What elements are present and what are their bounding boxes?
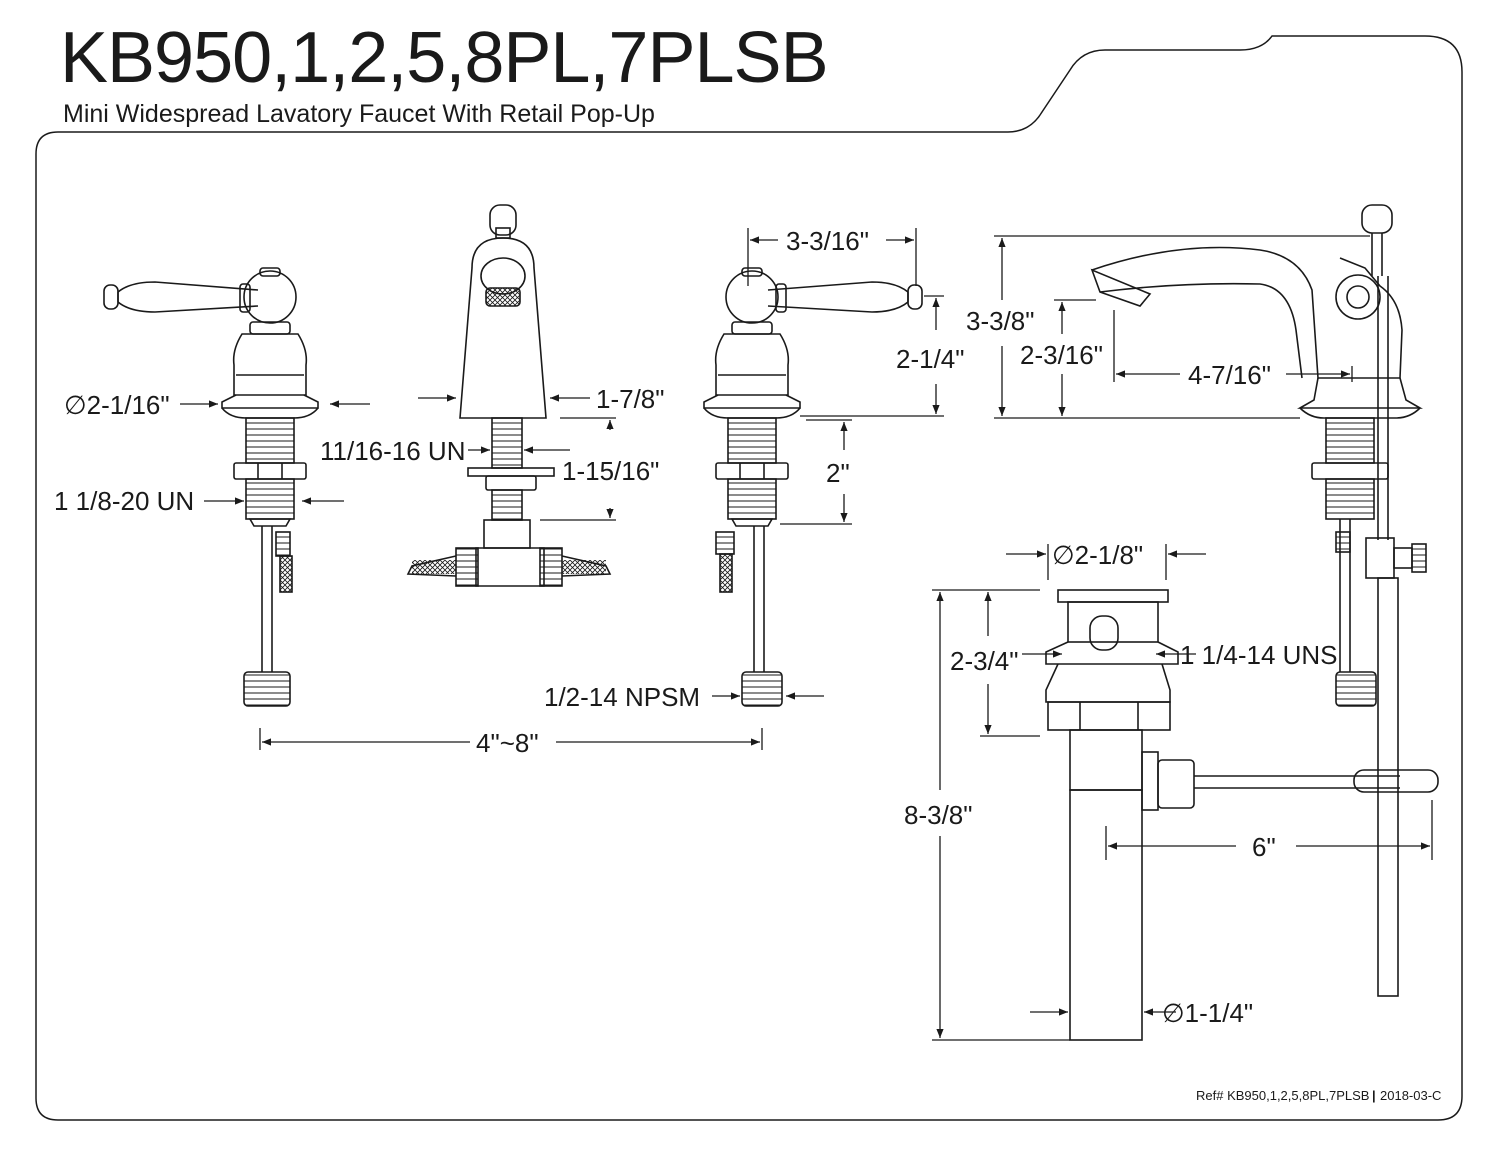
dim-spout-height: 3-3/8" <box>966 306 1035 336</box>
drawing-border <box>35 35 1463 1121</box>
dim-handle-shank: 2" <box>826 458 850 488</box>
footer-separator: | <box>1372 1088 1376 1103</box>
dim-tailpiece-dia: ∅1-1/4" <box>1162 998 1253 1028</box>
model-title: KB950,1,2,5,8PL,7PLSB <box>60 18 829 98</box>
dim-drain-thread: 1 1/4-14 UNS <box>1180 640 1338 670</box>
dim-handle-thread: 1 1/8-20 UN <box>54 486 194 516</box>
dim-spout-shank: 1-15/16" <box>562 456 659 486</box>
right-handle-valve <box>703 267 923 707</box>
footer-ref: Ref# KB950,1,2,5,8PL,7PLSB <box>1196 1088 1369 1103</box>
dim-center-spread: 4"~8" <box>476 728 539 758</box>
dim-spout-thread: 11/16-16 UN <box>320 436 466 466</box>
drain-assembly <box>1045 589 1439 1041</box>
dim-handle-height: 2-1/4" <box>896 344 965 374</box>
dim-supply-thread: 1/2-14 NPSM <box>544 682 700 712</box>
dim-pivot-rod-length: 6" <box>1252 832 1276 862</box>
spout-side-view <box>1090 204 1427 997</box>
dim-drain-body-height: 2-3/4" <box>950 646 1019 676</box>
product-subtitle: Mini Widespread Lavatory Faucet With Ret… <box>63 100 655 128</box>
dim-spout-outlet-height: 2-3/16" <box>1020 340 1103 370</box>
left-handle-valve <box>103 267 319 707</box>
dim-handle-spread: 3-3/16" <box>786 226 869 256</box>
dim-handle-flange-dia: ∅2-1/16" <box>64 390 170 420</box>
dim-spout-width: 1-7/8" <box>596 384 665 414</box>
dim-spout-reach: 4-7/16" <box>1188 360 1271 390</box>
dim-drain-total-height: 8-3/8" <box>904 800 973 830</box>
dim-drain-flange-dia: ∅2-1/8" <box>1052 540 1143 570</box>
footer-revision: 2018-03-C <box>1380 1088 1441 1103</box>
spout-front-view <box>406 204 612 587</box>
